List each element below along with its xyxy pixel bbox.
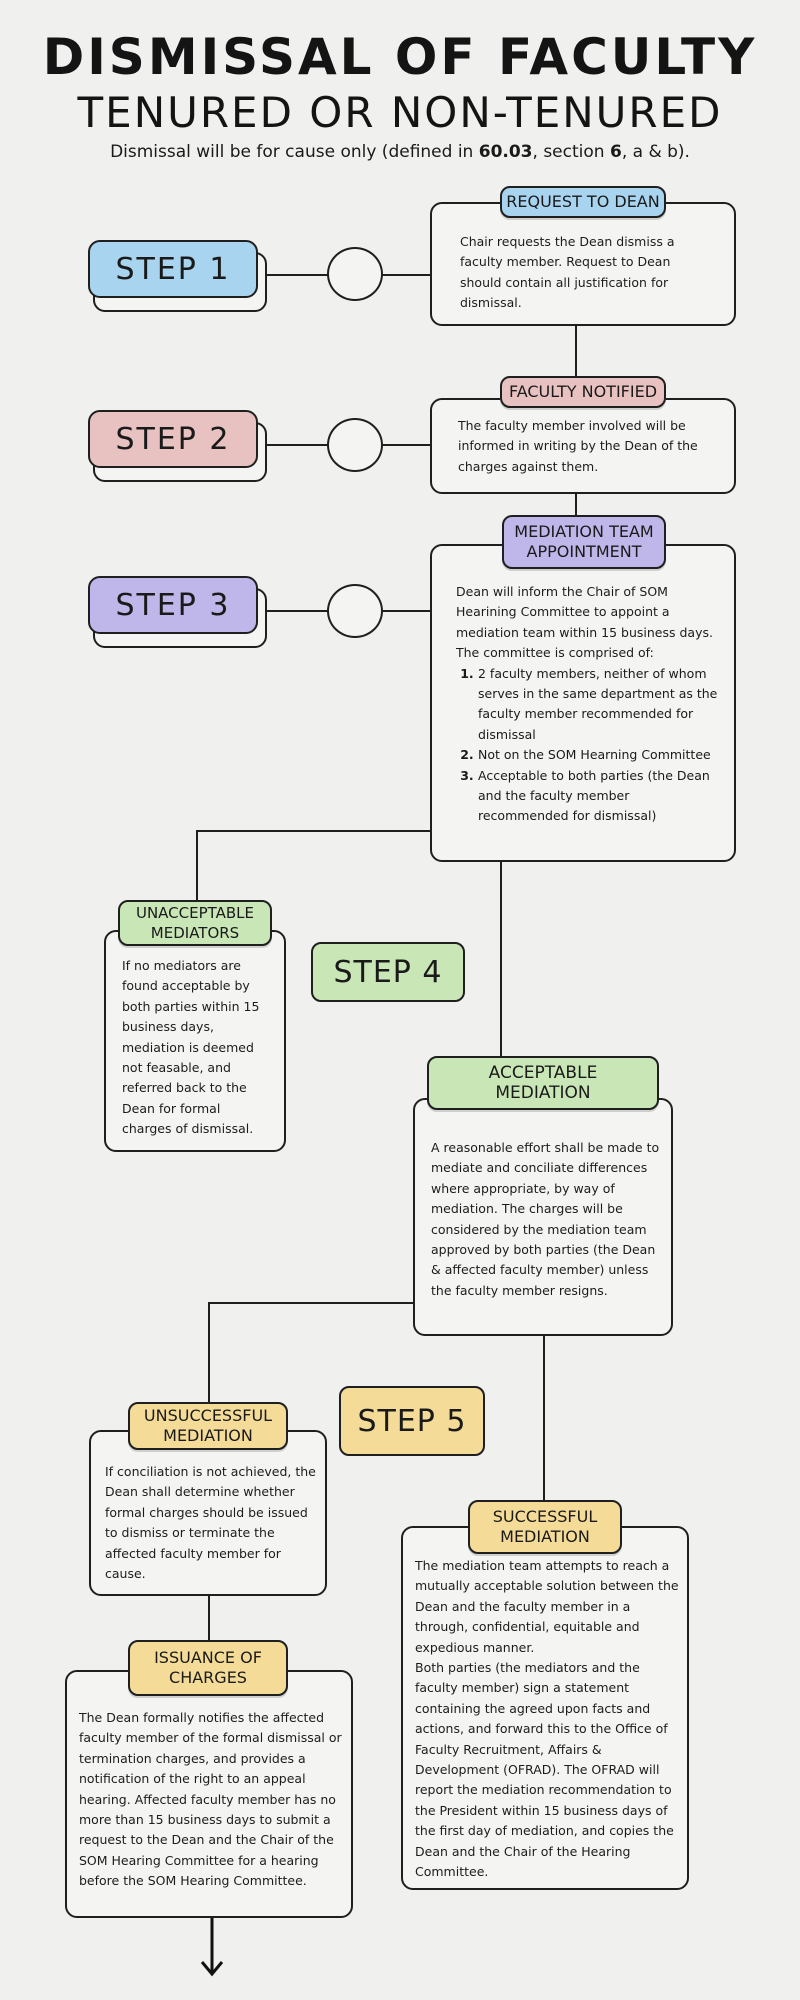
connector-unsuccessful-to-issuance (208, 1596, 210, 1640)
unsuccessful-mediation-label: UNSUCCESSFUL MEDIATION (128, 1402, 288, 1450)
mediation-team-content: Dean will inform the Chair of SOM Hearin… (456, 582, 720, 827)
unacceptable-mediators-label: UNACCEPTABLE MEDIATORS (118, 900, 272, 946)
successful-mediation-label: SUCCESSFUL MEDIATION (468, 1500, 622, 1554)
mediation-team-box: Dean will inform the Chair of SOM Hearin… (430, 544, 736, 862)
connector-notified-to-mediation (575, 494, 577, 516)
connector-request-to-notified (575, 326, 577, 398)
step2-circle (327, 418, 383, 472)
unsuccessful-mediation-box: If conciliation is not achieved, the Dea… (89, 1430, 327, 1596)
successful-mediation-text-2: Both parties (the mediators and the facu… (415, 1660, 674, 1880)
connector-mediation-to-unacceptable-h (196, 830, 432, 832)
successful-mediation-box: The mediation team attempts to reach a m… (401, 1526, 689, 1890)
page-subtitle-heading: TENURED OR NON-TENURED (77, 88, 723, 137)
committee-criteria-list: 2 faculty members, neither of whom serve… (456, 664, 720, 827)
faculty-notified-box: The faculty member involved will be info… (430, 398, 736, 494)
request-to-dean-text: Chair requests the Dean dismiss a facult… (460, 234, 675, 311)
page-title: DISMISSAL OF FACULTY (42, 28, 758, 86)
connector-acceptable-to-successful (543, 1336, 545, 1500)
connector-acceptable-to-unsuccessful-v (208, 1302, 210, 1402)
unsuccessful-mediation-text: If conciliation is not achieved, the Dea… (105, 1464, 316, 1582)
down-arrow-icon (200, 1918, 224, 1977)
successful-mediation-content: The mediation team attempts to reach a m… (415, 1556, 681, 1883)
step3-circle (327, 584, 383, 638)
faculty-notified-text: The faculty member involved will be info… (458, 418, 698, 474)
acceptable-mediation-text: A reasonable effort shall be made to med… (431, 1140, 660, 1298)
step3-badge: STEP 3 (88, 576, 258, 634)
issuance-of-charges-text: The Dean formally notifies the affected … (79, 1710, 342, 1889)
committee-criterion: 2 faculty members, neither of whom serve… (478, 664, 720, 746)
unacceptable-mediators-text: If no mediators are found acceptable by … (122, 958, 260, 1137)
request-to-dean-label: REQUEST TO DEAN (500, 186, 666, 218)
connector-mediation-to-acceptable (500, 862, 502, 1056)
acceptable-mediation-box: A reasonable effort shall be made to med… (413, 1098, 673, 1336)
connector-mediation-to-unacceptable-v (196, 830, 198, 900)
connector-acceptable-to-unsuccessful-h (208, 1302, 414, 1304)
request-to-dean-box: Chair requests the Dean dismiss a facult… (430, 202, 736, 326)
acceptable-mediation-label: ACCEPTABLE MEDIATION (427, 1056, 659, 1110)
mediation-team-text: Dean will inform the Chair of SOM Hearin… (456, 584, 713, 661)
successful-mediation-text-1: The mediation team attempts to reach a m… (415, 1558, 679, 1655)
dismissal-cause-note: Dismissal will be for cause only (define… (110, 142, 690, 162)
issuance-of-charges-box: The Dean formally notifies the affected … (65, 1670, 353, 1918)
step2-badge: STEP 2 (88, 410, 258, 468)
step1-badge: STEP 1 (88, 240, 258, 298)
issuance-of-charges-label: ISSUANCE OF CHARGES (128, 1640, 288, 1696)
step1-circle (327, 247, 383, 301)
committee-criterion: Not on the SOM Hearning Committee (478, 745, 720, 765)
step5-badge: STEP 5 (339, 1386, 485, 1456)
faculty-notified-label: FACULTY NOTIFIED (500, 376, 666, 408)
unacceptable-mediators-box: If no mediators are found acceptable by … (104, 930, 286, 1152)
mediation-team-label: MEDIATION TEAM APPOINTMENT (502, 515, 666, 569)
committee-criterion: Acceptable to both parties (the Dean and… (478, 766, 720, 827)
step4-badge: STEP 4 (311, 942, 465, 1002)
